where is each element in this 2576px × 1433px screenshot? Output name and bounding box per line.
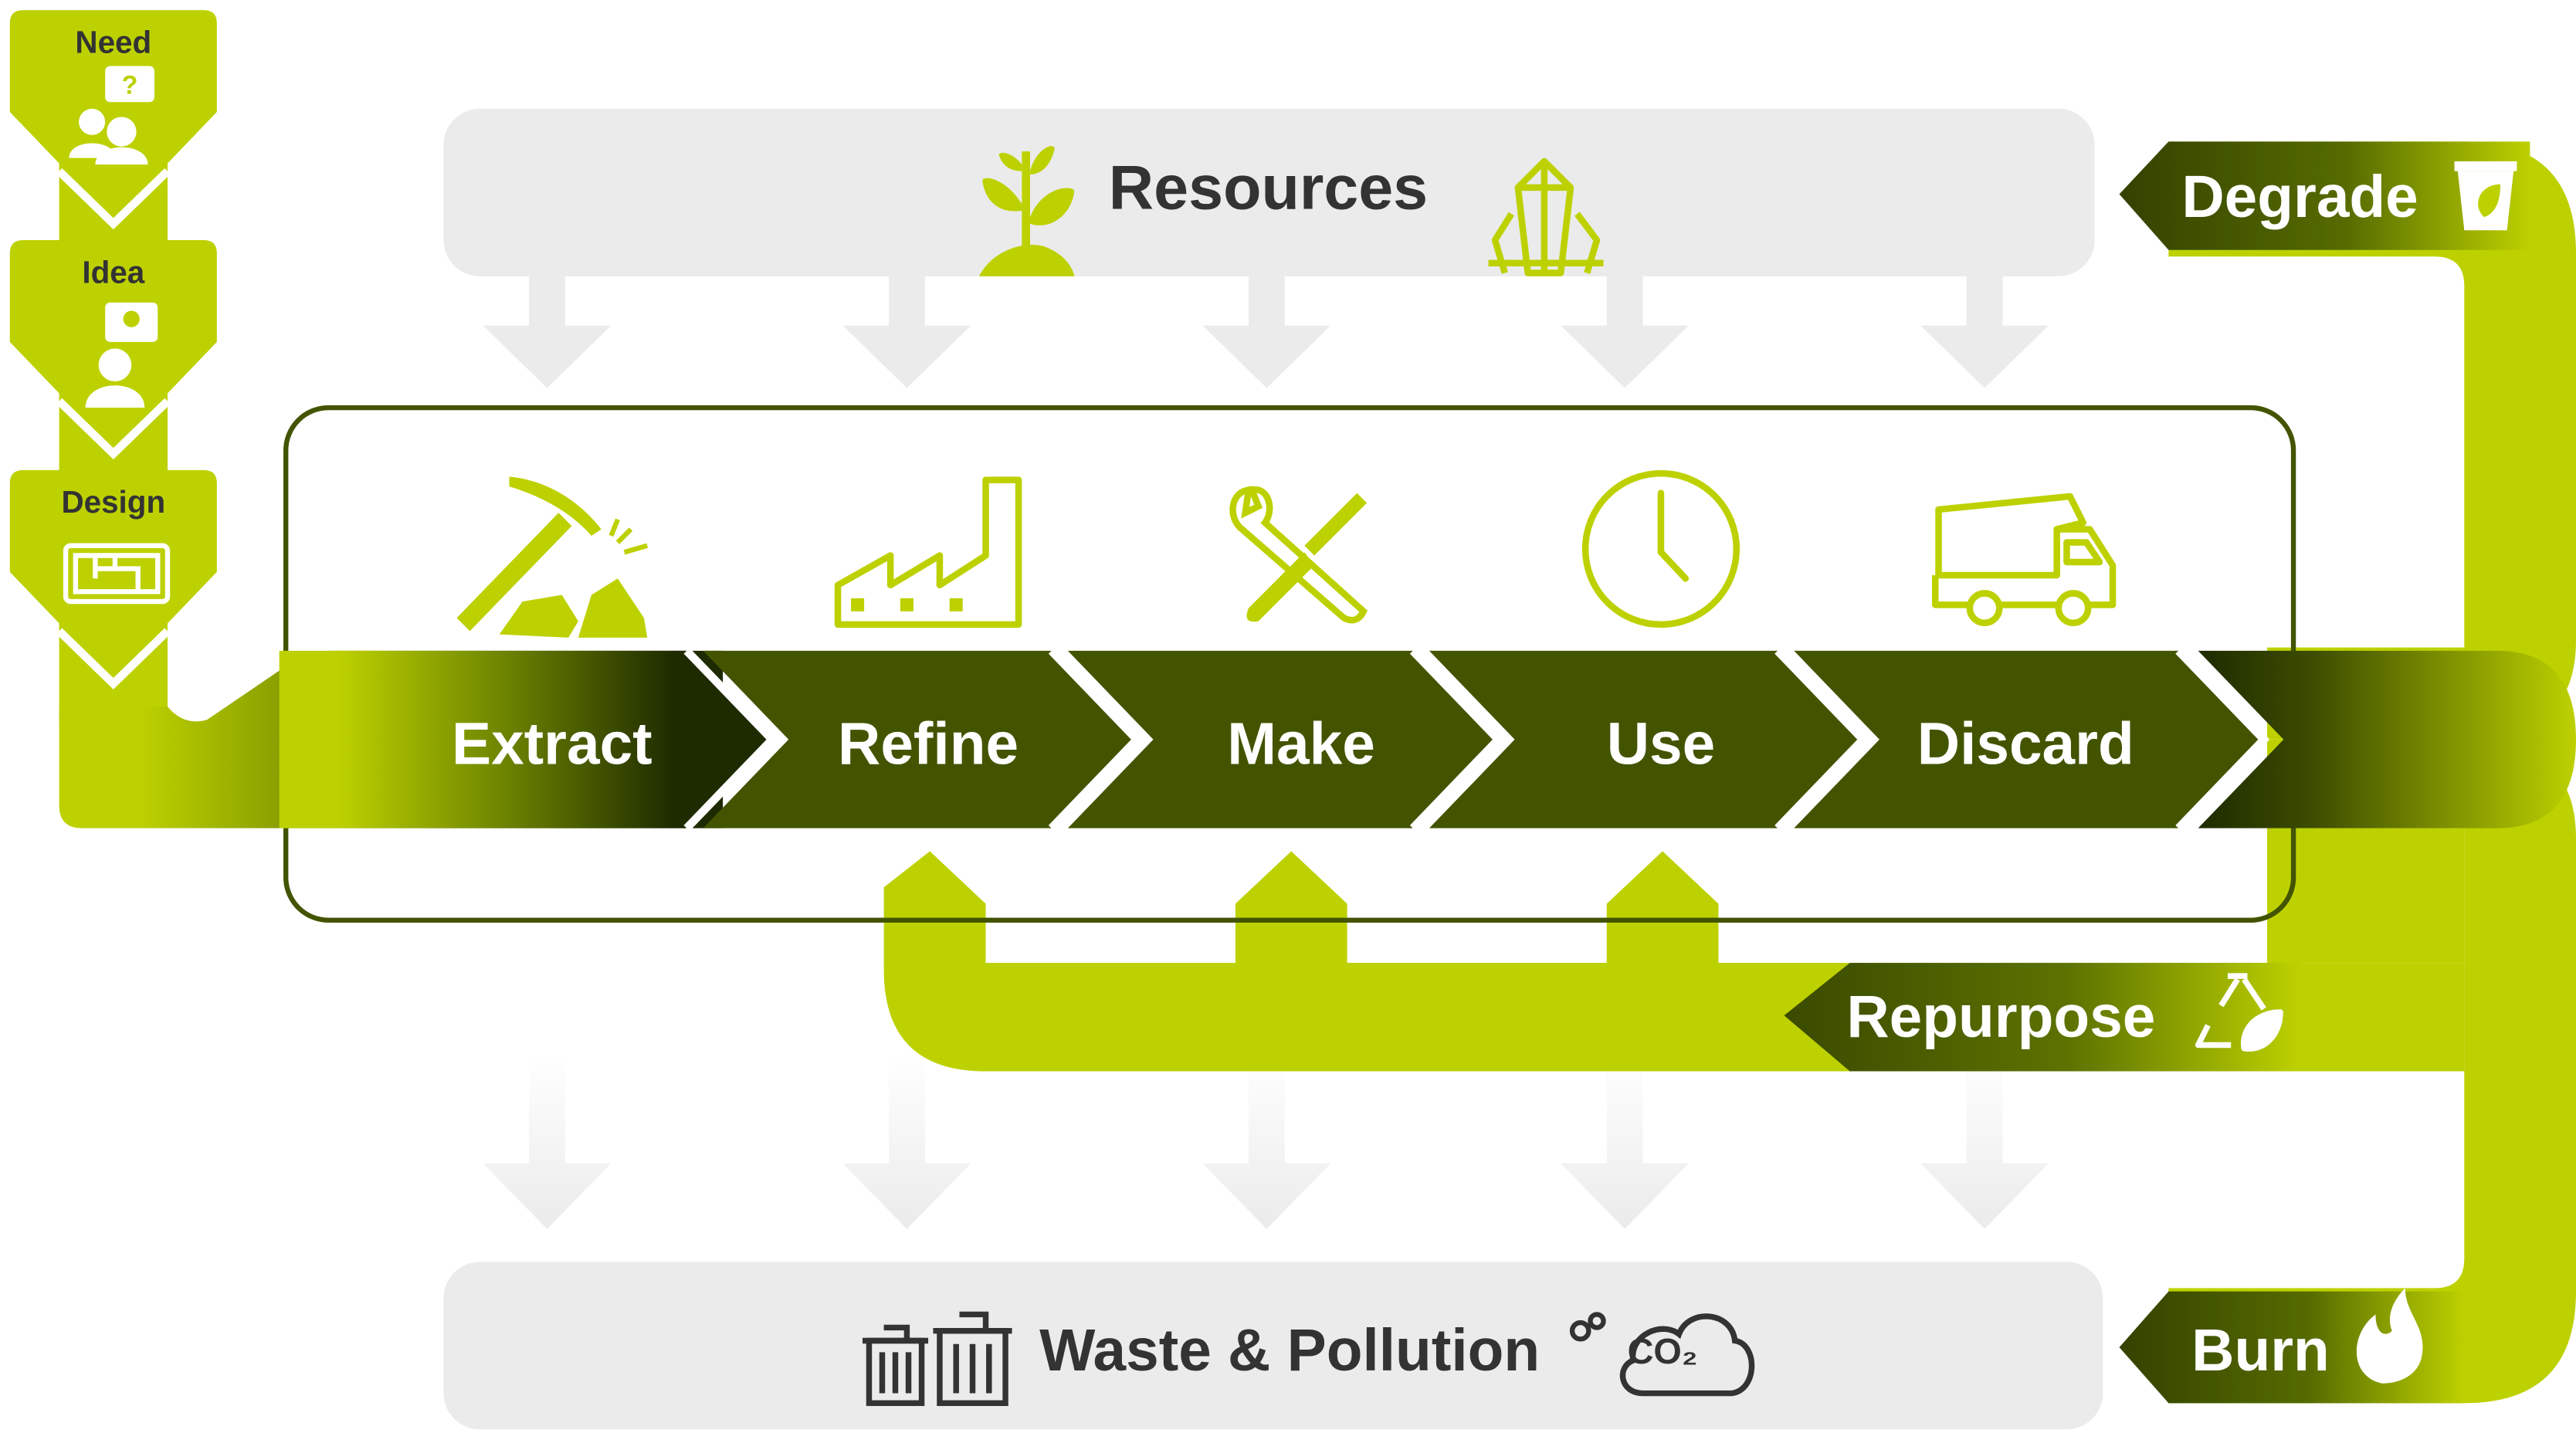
stage-chevrons <box>279 648 2576 832</box>
stage-label-extract: Extract <box>452 712 652 777</box>
chevron-use <box>1429 650 1863 828</box>
recycle-leaf-icon <box>2195 973 2283 1052</box>
trash-bin-icon <box>862 1311 1012 1407</box>
resources-label: Resources <box>1109 154 1428 223</box>
resource-arrow <box>1920 276 2049 388</box>
flame-icon <box>2356 1288 2423 1384</box>
resource-arrow <box>1561 276 1690 388</box>
compost-bin-icon <box>2454 161 2517 231</box>
factory-icon <box>834 476 1022 628</box>
resource-arrow <box>483 276 612 388</box>
co2-cloud-icon: CO₂ <box>1569 1312 1755 1397</box>
step-design-label: Design <box>61 484 165 520</box>
burn-label: Burn <box>2191 1318 2330 1384</box>
pickaxe-icon <box>456 476 649 638</box>
waste-arrow <box>1561 1052 1690 1229</box>
stage-label-use: Use <box>1607 712 1715 777</box>
clock-icon <box>1581 469 1740 628</box>
resource-arrow <box>1202 276 1331 388</box>
waste-arrow <box>483 1052 612 1229</box>
loop-badge-degrade: Degrade <box>2119 141 2530 250</box>
stage-label-discard: Discard <box>1917 712 2134 777</box>
plant-icon <box>979 146 1075 276</box>
chevron-make <box>1067 650 1499 828</box>
repurpose-label: Repurpose <box>1846 984 2155 1050</box>
waste-label: Waste & Pollution <box>1039 1318 1540 1384</box>
co2-label: CO₂ <box>1628 1331 1698 1371</box>
step-design: Design <box>9 469 217 689</box>
waste-arrow <box>1920 1052 2049 1229</box>
resource-arrow <box>842 276 971 388</box>
chevron-refine <box>703 650 1137 828</box>
person-idea-icon <box>85 302 158 408</box>
dump-truck-icon <box>1932 493 2117 626</box>
svg-text:?: ? <box>122 71 138 100</box>
waste-output-arrows <box>483 1052 2049 1229</box>
loop-badge-burn: Burn <box>2119 1288 2465 1404</box>
people-question-icon: ? <box>69 66 154 165</box>
waste-bar: Waste & Pollution CO₂ <box>443 1262 2103 1430</box>
wrench-screwdriver-icon <box>1229 486 1368 624</box>
step-idea-label: Idea <box>82 254 144 290</box>
waste-arrow <box>842 1052 971 1229</box>
resource-input-arrows <box>483 276 2049 388</box>
chevron-discard <box>1794 650 2264 828</box>
left-steps: Need ? Idea D <box>9 10 217 723</box>
stage-icons <box>456 469 2117 638</box>
step-need-label: Need <box>75 24 151 59</box>
stage-label-refine: Refine <box>838 712 1019 777</box>
degrade-label: Degrade <box>2181 164 2418 230</box>
chevron-extract <box>279 650 772 828</box>
resources-bar: Resources <box>443 108 2095 276</box>
step-need: Need ? <box>9 10 217 230</box>
crystal-icon <box>1488 158 1604 276</box>
blueprint-icon <box>63 543 171 605</box>
stage-label-make: Make <box>1227 712 1375 777</box>
loop-badge-repurpose: Repurpose <box>1784 963 2300 1072</box>
waste-arrow <box>1202 1052 1331 1229</box>
main-flow: Extract Refine Make Use Discard <box>59 648 2576 832</box>
step-idea: Idea <box>9 240 217 460</box>
